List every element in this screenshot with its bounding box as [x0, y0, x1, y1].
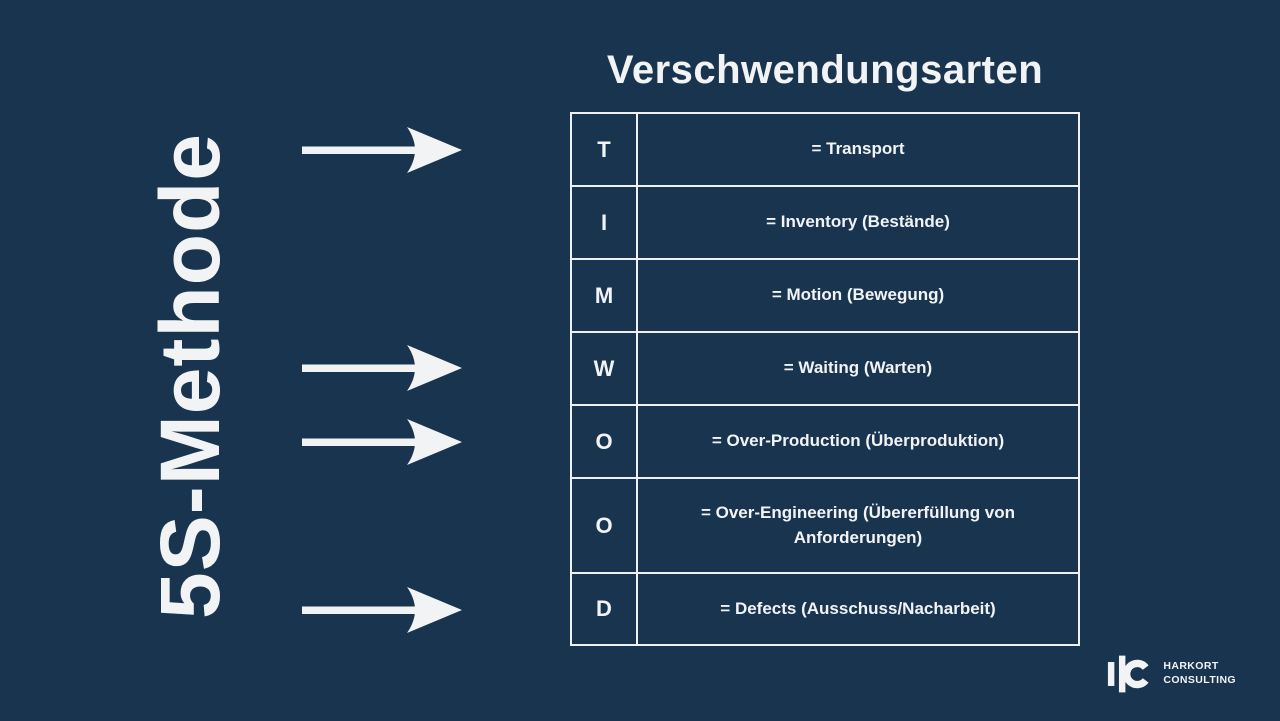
table-row: M = Motion (Bewegung)	[572, 260, 1078, 333]
table-row: D = Defects (Ausschuss/Nacharbeit)	[572, 574, 1078, 644]
harkort-consulting-logo: HARKORT CONSULTING	[1107, 654, 1236, 694]
letter-cell: D	[572, 574, 638, 644]
description-cell: = Over-Production (Überproduktion)	[711, 431, 1005, 451]
description-cell: = Inventory (Bestände)	[766, 212, 950, 232]
brand-name: HARKORT CONSULTING	[1163, 660, 1236, 687]
table-title: Verschwendungsarten	[606, 48, 1044, 92]
description-cell: = Defects (Ausschuss/Nacharbeit)	[720, 598, 996, 618]
description-cell: = Motion (Bewegung)	[771, 285, 945, 305]
letter-cell: I	[572, 187, 638, 258]
letter-cell: T	[572, 114, 638, 185]
table-row: O = Over-Production (Überproduktion)	[572, 406, 1078, 479]
bars-and-c-logo-icon	[1108, 655, 1149, 693]
brand-line-2: CONSULTING	[1163, 674, 1236, 686]
brand-line-1: HARKORT	[1163, 660, 1219, 673]
description-cell: = Over-Engineering (Übererfüllung von An…	[700, 502, 1016, 547]
table-row: T = Transport	[572, 114, 1078, 187]
table-row: W = Waiting (Warten)	[572, 333, 1078, 406]
letter-cell: W	[572, 333, 638, 404]
table-row: O = Over-Engineering (Übererfüllung von …	[572, 479, 1078, 574]
rotated-title: 5S-Methode	[143, 132, 237, 619]
letter-cell: O	[572, 406, 638, 477]
table-row: I = Inventory (Bestände)	[572, 187, 1078, 260]
letter-cell: O	[572, 479, 638, 572]
right-arrow-icon	[302, 345, 462, 391]
waste-table: T = Transport I = Inventory (Bestände) M…	[570, 112, 1080, 646]
letter-cell: M	[572, 260, 638, 331]
description-cell: = Waiting (Warten)	[783, 358, 933, 378]
right-arrow-icon	[302, 419, 462, 465]
right-arrow-icon	[302, 587, 462, 633]
description-cell: = Transport	[811, 139, 905, 159]
right-arrow-icon	[302, 127, 462, 173]
